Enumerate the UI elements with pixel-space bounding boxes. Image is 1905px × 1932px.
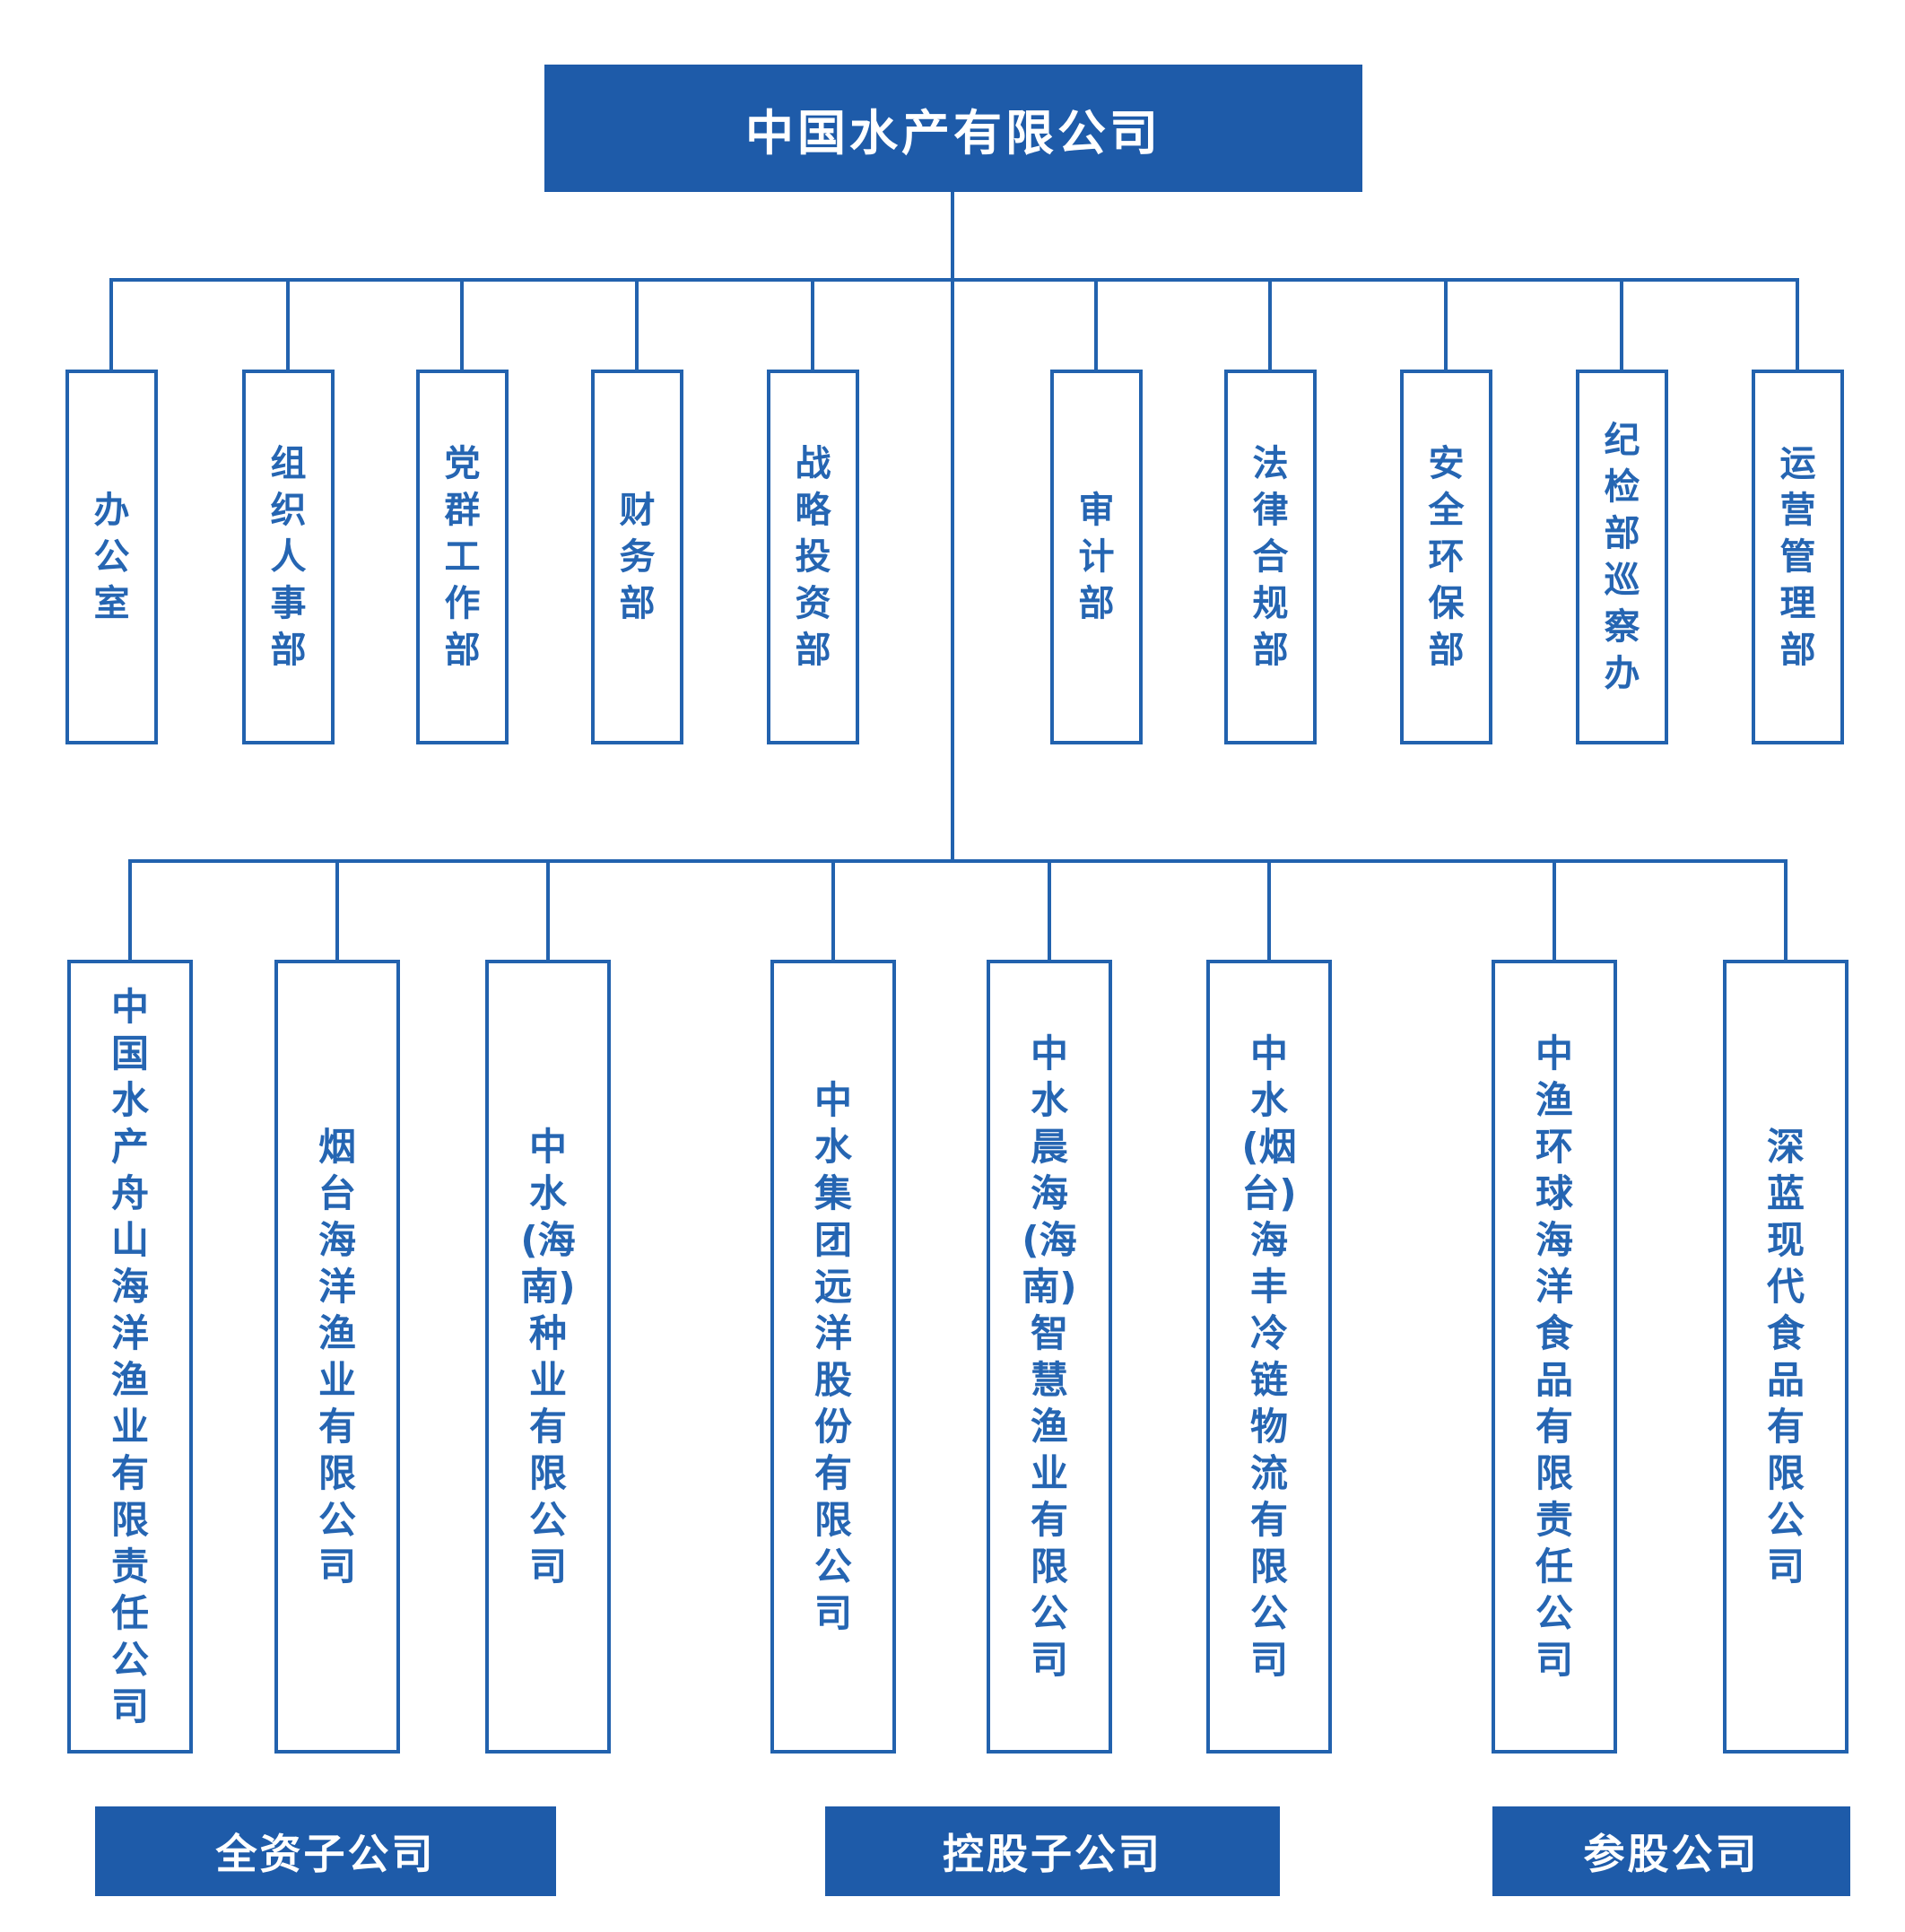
department-box: 财 务 部 <box>591 370 683 744</box>
departments-connector-line <box>111 278 1797 282</box>
company-label: 中 水 (烟 台) 海 丰 冷 链 物 流 有 限 公 司 <box>1241 1031 1297 1682</box>
department-box: 审 计 部 <box>1050 370 1143 744</box>
department-label: 组 织 人 事 部 <box>270 443 307 671</box>
department-box: 战 略 投 资 部 <box>767 370 859 744</box>
department-label: 安 全 环 保 部 <box>1428 443 1465 671</box>
company-box: 中 水 晨 海 (海 南) 智 慧 渔 业 有 限 公 司 <box>987 960 1112 1754</box>
company-stub-line <box>831 859 835 962</box>
group-label-wholly-owned: 全资子公司 <box>95 1806 556 1896</box>
department-stub-line <box>1268 278 1272 371</box>
department-box: 运 营 管 理 部 <box>1752 370 1844 744</box>
company-stub-line <box>546 859 550 962</box>
company-stub-line <box>1553 859 1556 962</box>
department-box: 法 律 合 规 部 <box>1224 370 1317 744</box>
company-stub-line <box>128 859 132 962</box>
company-label: 烟 台 海 洋 渔 业 有 限 公 司 <box>318 1124 356 1588</box>
department-box: 组 织 人 事 部 <box>242 370 335 744</box>
company-box: 中 渔 环 球 海 洋 食 品 有 限 责 任 公 司 <box>1492 960 1617 1754</box>
group-label-holding: 控股子公司 <box>825 1806 1280 1896</box>
company-label: 中 国 水 产 舟 山 海 洋 渔 业 有 限 责 任 公 司 <box>110 984 149 1728</box>
company-label: 中 水 晨 海 (海 南) 智 慧 渔 业 有 限 公 司 <box>1022 1031 1077 1682</box>
department-label: 党 群 工 作 部 <box>444 443 481 671</box>
company-box: 深 蓝 现 代 食 品 有 限 公 司 <box>1723 960 1848 1754</box>
department-box: 党 群 工 作 部 <box>416 370 509 744</box>
company-label: 深 蓝 现 代 食 品 有 限 公 司 <box>1766 1124 1805 1588</box>
department-stub-line <box>286 278 290 371</box>
department-box: 办 公 室 <box>65 370 158 744</box>
department-label: 战 略 投 资 部 <box>795 443 831 671</box>
company-stub-line <box>335 859 339 962</box>
company-stub-line <box>1048 859 1051 962</box>
company-stub-line <box>1784 859 1788 962</box>
department-box: 安 全 环 保 部 <box>1400 370 1492 744</box>
company-stub-line <box>1267 859 1271 962</box>
department-label: 办 公 室 <box>93 490 130 624</box>
department-stub-line <box>635 278 639 371</box>
company-box: 中 水 集 团 远 洋 股 份 有 限 公 司 <box>770 960 896 1754</box>
company-box: 中 水 (烟 台) 海 丰 冷 链 物 流 有 限 公 司 <box>1206 960 1332 1754</box>
department-label: 纪 检 部 巡 察 办 <box>1604 420 1640 694</box>
department-label: 财 务 部 <box>619 490 656 624</box>
department-label: 运 营 管 理 部 <box>1779 443 1816 671</box>
department-stub-line <box>460 278 464 371</box>
department-label: 审 计 部 <box>1078 490 1115 624</box>
companies-connector-line <box>130 859 1786 863</box>
group-label-participating: 参股公司 <box>1492 1806 1850 1896</box>
department-label: 法 律 合 规 部 <box>1252 443 1289 671</box>
department-stub-line <box>1444 278 1448 371</box>
department-stub-line <box>811 278 814 371</box>
department-stub-line <box>109 278 113 371</box>
company-label: 中 水 集 团 远 洋 股 份 有 限 公 司 <box>813 1077 852 1635</box>
department-stub-line <box>1094 278 1098 371</box>
company-box: 烟 台 海 洋 渔 业 有 限 公 司 <box>274 960 400 1754</box>
department-box: 纪 检 部 巡 察 办 <box>1576 370 1668 744</box>
company-label: 中 渔 环 球 海 洋 食 品 有 限 责 任 公 司 <box>1535 1031 1573 1682</box>
department-stub-line <box>1620 278 1623 371</box>
department-stub-line <box>1796 278 1799 371</box>
trunk-connector-line <box>951 192 954 863</box>
company-box: 中 国 水 产 舟 山 海 洋 渔 业 有 限 责 任 公 司 <box>67 960 193 1754</box>
company-box: 中 水 (海 南) 种 业 有 限 公 司 <box>485 960 611 1754</box>
company-label: 中 水 (海 南) 种 业 有 限 公 司 <box>520 1124 576 1588</box>
root-company-box: 中国水产有限公司 <box>544 65 1362 192</box>
